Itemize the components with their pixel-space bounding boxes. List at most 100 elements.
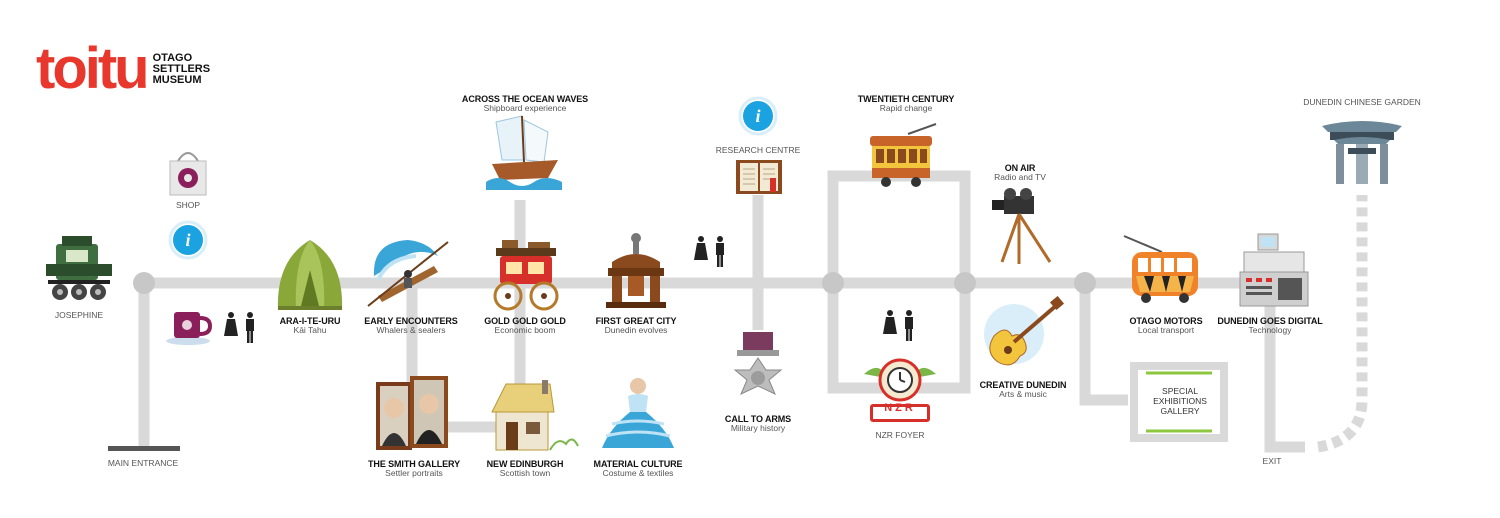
call-to-arms-subtitle: Military history — [730, 423, 786, 434]
label-call-to-arms[interactable]: CALL TO ARMS Military history — [725, 414, 791, 434]
logo-wordmark: toitu — [36, 36, 150, 101]
creative-dunedin-title: CREATIVE DUNEDIN — [979, 380, 1067, 390]
label-dunedin-digital[interactable]: DUNEDIN GOES DIGITAL Technology — [1217, 316, 1322, 336]
on-air-title: ON AIR — [1004, 163, 1036, 173]
trolley-bus-icon[interactable] — [1123, 235, 1198, 303]
nzr-foyer-title: NZR FOYER — [875, 430, 925, 440]
early-encounters-title: EARLY ENCOUNTERS — [364, 316, 458, 326]
josephine-title: JOSEPHINE — [54, 310, 104, 320]
cottage-icon[interactable] — [491, 380, 579, 451]
open-book-icon[interactable] — [736, 160, 782, 194]
junction-entrance — [133, 272, 155, 294]
label-research-centre[interactable]: RESEARCH CENTRE — [715, 145, 801, 156]
material-culture-subtitle: Costume & textiles — [602, 468, 674, 479]
whaling-boat-icon[interactable] — [367, 240, 449, 307]
across-ocean-title: ACROSS THE OCEAN WAVES — [461, 94, 589, 104]
early-encounters-subtitle: Whalers & sealers — [376, 325, 446, 336]
film-camera-icon[interactable] — [992, 188, 1052, 264]
twentieth-loop-top — [827, 170, 971, 283]
ornate-monument-icon[interactable] — [606, 233, 666, 308]
first-city-title: FIRST GREAT CITY — [595, 316, 677, 326]
twentieth-century-subtitle: Rapid change — [879, 103, 933, 114]
label-gold[interactable]: GOLD GOLD GOLD Economic boom — [484, 316, 566, 336]
logo-subtitle: OTAGO SETTLERS MUSEUM — [152, 51, 211, 86]
label-ara-i-te-uru[interactable]: ARA-I-TE-URU Kāi Tahu — [280, 316, 341, 336]
nzr-sign-text: NZR — [884, 402, 916, 414]
military-medal-icon[interactable] — [733, 332, 783, 396]
label-otago-motors[interactable]: OTAGO MOTORS Local transport — [1130, 316, 1203, 336]
gold-subtitle: Economic boom — [494, 325, 556, 336]
label-josephine[interactable]: JOSEPHINE — [54, 310, 104, 321]
cafe-cup-icon[interactable] — [166, 312, 213, 345]
garden-path-dashed — [1316, 195, 1368, 453]
smith-gallery-title: THE SMITH GALLERY — [368, 459, 460, 469]
information-icon[interactable]: i — [168, 220, 208, 260]
toilets-icon-3 — [883, 310, 913, 341]
label-on-air[interactable]: ON AIR Radio and TV — [994, 163, 1046, 183]
new-edinburgh-subtitle: Scottish town — [499, 468, 551, 479]
main-entrance-title: MAIN ENTRANCE — [107, 458, 179, 468]
label-material-culture[interactable]: MATERIAL CULTURE Costume & textiles — [594, 459, 683, 479]
on-air-subtitle: Radio and TV — [994, 172, 1046, 183]
shopping-bag-icon[interactable] — [169, 152, 207, 196]
exit-title: EXIT — [1262, 456, 1282, 466]
shop-title: SHOP — [175, 200, 201, 210]
special-exhibitions-line-2: EXHIBITIONS — [1153, 396, 1207, 407]
locomotive-icon[interactable] — [46, 236, 112, 300]
guitar-icon[interactable] — [984, 295, 1065, 366]
logo-line-2: SETTLERS — [152, 62, 211, 75]
smith-gallery-subtitle: Settler portraits — [385, 468, 443, 479]
special-exhibitions-line-1: SPECIAL — [1162, 386, 1198, 396]
label-early-encounters[interactable]: EARLY ENCOUNTERS Whalers & sealers — [364, 316, 458, 336]
call-to-arms-title: CALL TO ARMS — [724, 414, 792, 424]
logo-line-1: OTAGO — [152, 51, 193, 64]
label-smith-gallery[interactable]: THE SMITH GALLERY Settler portraits — [368, 459, 460, 479]
chinese-gate-icon[interactable] — [1322, 121, 1402, 184]
junction-loop-west — [822, 272, 844, 294]
label-special-exhibitions[interactable]: SPECIAL EXHIBITIONS GALLERY — [1153, 386, 1207, 417]
woven-cloak-icon[interactable] — [277, 240, 343, 310]
gold-title: GOLD GOLD GOLD — [484, 316, 566, 326]
label-exit[interactable]: EXIT — [1262, 456, 1282, 467]
dunedin-digital-subtitle: Technology — [1248, 325, 1292, 336]
information-icon-research[interactable]: i — [738, 96, 778, 136]
label-across-ocean[interactable]: ACROSS THE OCEAN WAVES Shipboard experie… — [462, 94, 588, 114]
nzr-clock-sign-icon[interactable] — [864, 358, 936, 422]
path-junctions — [133, 272, 1096, 294]
toilets-icon — [224, 312, 254, 343]
label-chinese-garden[interactable]: DUNEDIN CHINESE GARDEN — [1303, 97, 1421, 108]
special-branch — [1079, 283, 1128, 406]
ara-i-te-uru-subtitle: Kāi Tahu — [293, 325, 327, 336]
tram-icon[interactable] — [870, 123, 937, 187]
otago-motors-subtitle: Local transport — [1137, 325, 1195, 336]
label-main-entrance[interactable]: MAIN ENTRANCE — [107, 458, 179, 469]
across-ocean-subtitle: Shipboard experience — [483, 103, 567, 114]
stagecoach-icon[interactable] — [493, 240, 559, 311]
first-city-subtitle: Dunedin evolves — [604, 325, 668, 336]
chinese-garden-title: DUNEDIN CHINESE GARDEN — [1303, 97, 1421, 107]
dress-icon[interactable] — [602, 378, 674, 448]
label-new-edinburgh[interactable]: NEW EDINBURGH Scottish town — [487, 459, 564, 479]
twentieth-century-title: TWENTIETH CENTURY — [857, 94, 955, 104]
computer-console-icon[interactable] — [1239, 233, 1309, 307]
toitu-logo[interactable]: toitu OTAGO SETTLERS MUSEUM — [36, 40, 210, 98]
junction-east — [1074, 272, 1096, 294]
label-nzr-foyer[interactable]: NZR FOYER — [875, 430, 925, 441]
portrait-frames-icon[interactable] — [376, 376, 448, 450]
label-first-city[interactable]: FIRST GREAT CITY Dunedin evolves — [596, 316, 677, 336]
special-exhibitions-frame — [1130, 362, 1228, 442]
label-twentieth-century[interactable]: TWENTIETH CENTURY Rapid change — [857, 94, 955, 114]
toilets-icon-2 — [694, 236, 724, 267]
main-entrance-mat — [108, 446, 180, 451]
sailing-ship-icon[interactable] — [486, 115, 562, 190]
ara-i-te-uru-title: ARA-I-TE-URU — [279, 316, 341, 326]
research-centre-title: RESEARCH CENTRE — [715, 145, 801, 155]
svg-text:i: i — [755, 106, 760, 126]
material-culture-title: MATERIAL CULTURE — [593, 459, 683, 469]
label-shop[interactable]: SHOP — [175, 200, 201, 211]
label-creative-dunedin[interactable]: CREATIVE DUNEDIN Arts & music — [980, 380, 1067, 400]
exit-corridor — [1264, 283, 1305, 453]
otago-motors-title: OTAGO MOTORS — [1129, 316, 1203, 326]
